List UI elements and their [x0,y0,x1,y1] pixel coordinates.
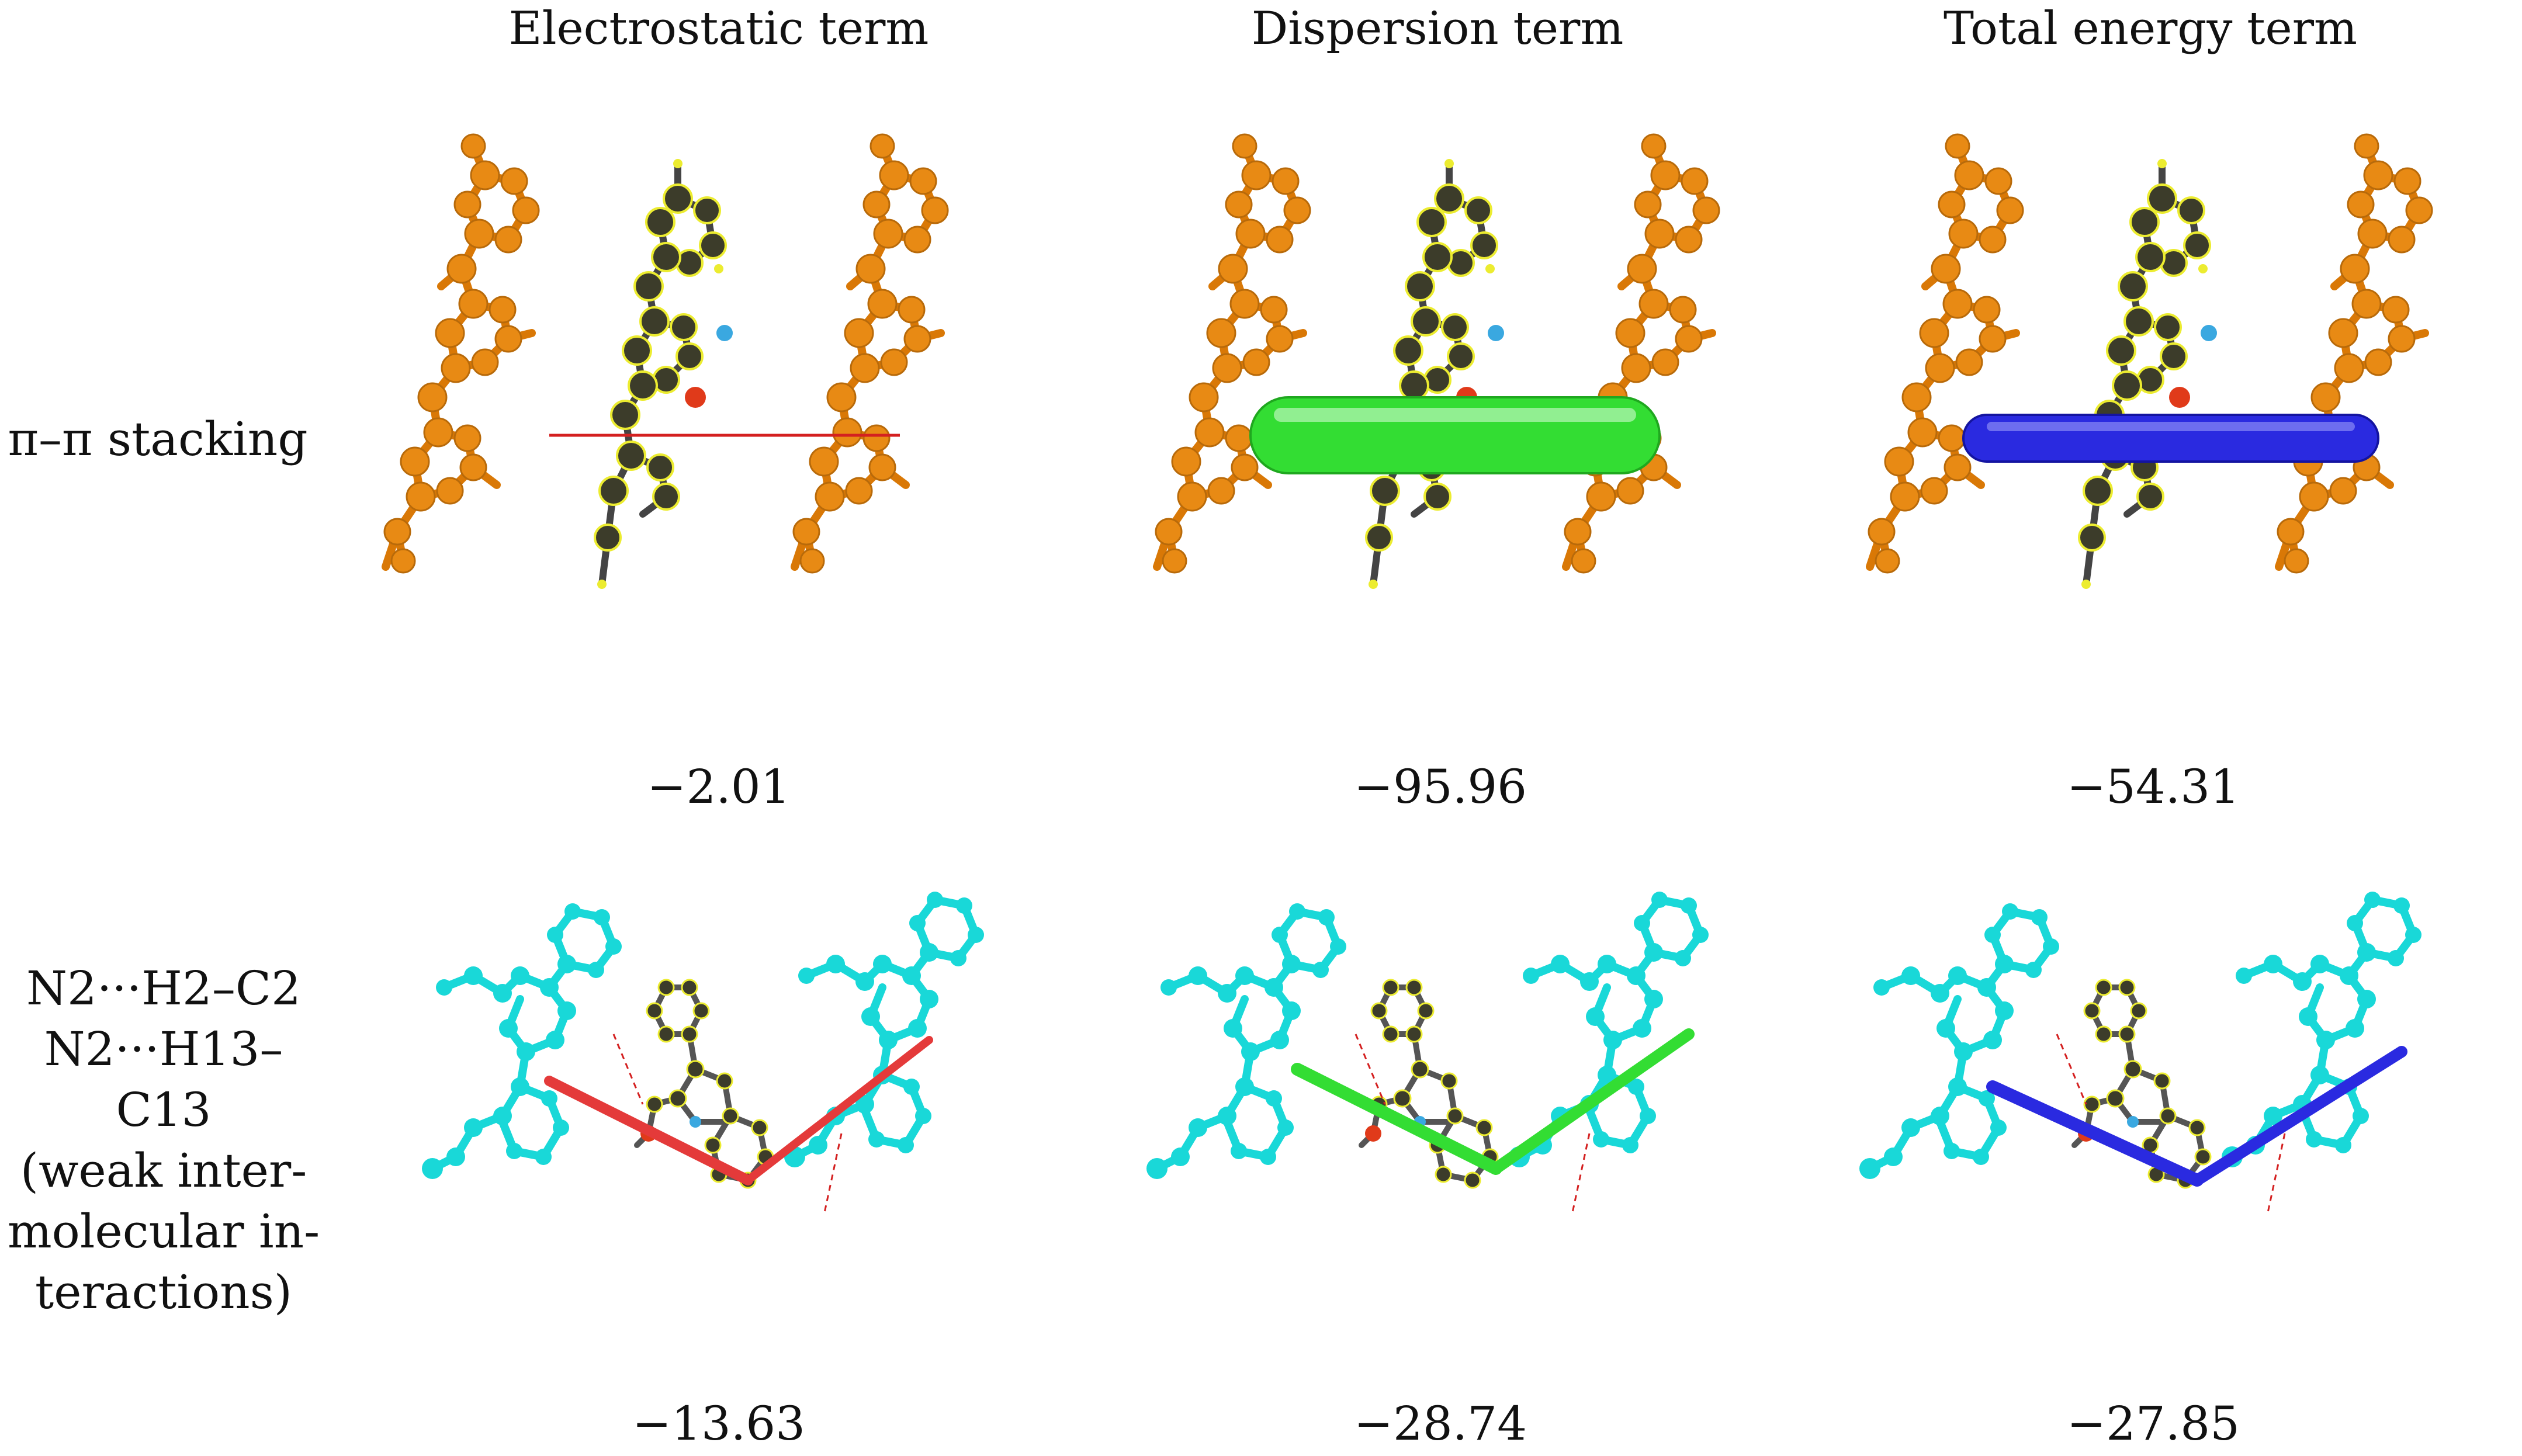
total-energy-cylinder-right [2191,1046,2407,1186]
central-molecule [1366,159,1504,589]
pi-stacking-total-figure [1858,129,2513,713]
dispersion-cylinder-left [1291,1063,1502,1175]
value-weak-total: −27.85 [2066,1396,2240,1451]
total-energy-cylinder-left [1986,1080,2204,1187]
cyan-molecule-right [1509,892,1709,1167]
hydrogen-bond-contact [2266,1133,2286,1216]
cyan-molecule-right [2222,892,2421,1167]
value-pi-electrostatic: −2.01 [647,760,791,814]
value-pi-dispersion: −95.96 [1353,760,1527,814]
panel-pi-total [1858,129,2513,713]
pi-stacking-dispersion-figure [1145,129,1800,713]
cylinder-highlight [1987,422,2355,431]
dispersion-cylinder-right [1490,1028,1695,1174]
value-weak-dispersion: −28.74 [1353,1396,1527,1451]
row-label-line: π–π stacking [8,412,308,466]
panel-pi-electrostatic [374,129,1028,713]
row-label-weak-interactions: N2···H2–C2 N2···H13–C13 (weak inter- mol… [0,958,327,1323]
central-molecule [2079,159,2217,589]
row-label-line: (weak inter- [20,1143,307,1198]
value-pi-total: −54.31 [2066,760,2240,814]
stacked-molecule-right [2278,134,2432,573]
hydrogen-bond-contact [1354,1034,1386,1105]
electrostatic-cylinder-right [744,1036,933,1184]
hydrogen-bond-contact [1571,1133,1591,1216]
cylinder-highlight [1274,408,1636,422]
cyan-molecule-left [1146,903,1346,1179]
hydrogen-bond-contact [2056,1034,2087,1105]
stacked-molecule-left [384,134,539,573]
column-header-dispersion: Dispersion term [1251,2,1624,55]
stacked-molecule-left [1156,134,1310,573]
weak-interaction-dispersion-figure [1145,865,1730,1216]
row-label-line: teractions) [35,1265,292,1319]
row-label-line: molecular in- [7,1204,320,1259]
central-molecule [595,159,733,589]
pi-stacking-electrostatic-figure [374,129,1028,713]
row-label-line: N2···H2–C2 [26,961,301,1015]
weak-interaction-electrostatic-figure [421,865,1005,1216]
electrostatic-cylinder-left [544,1076,753,1185]
stacked-molecule-right [794,134,948,573]
panel-weak-electrostatic [421,865,1005,1379]
cyan-molecule-left [1859,903,2059,1179]
column-header-total: Total energy term [1944,2,2357,55]
panel-pi-dispersion [1145,129,1800,713]
row-label-pi-stacking: π–π stacking [0,409,316,470]
stacked-molecule-right [1565,134,1719,573]
hydrogen-bond-contact [823,1133,843,1216]
value-weak-electrostatic: −13.63 [632,1396,806,1451]
stacked-molecule-left [1869,134,2023,573]
cyan-molecule-left [422,903,622,1179]
panel-weak-dispersion [1145,865,1730,1379]
row-label-line: N2···H13–C13 [44,1022,283,1137]
hydrogen-bond-contact [612,1034,644,1105]
weak-interaction-total-figure [1858,865,2443,1216]
column-header-electrostatic: Electrostatic term [508,2,929,55]
panel-weak-total [1858,865,2443,1379]
